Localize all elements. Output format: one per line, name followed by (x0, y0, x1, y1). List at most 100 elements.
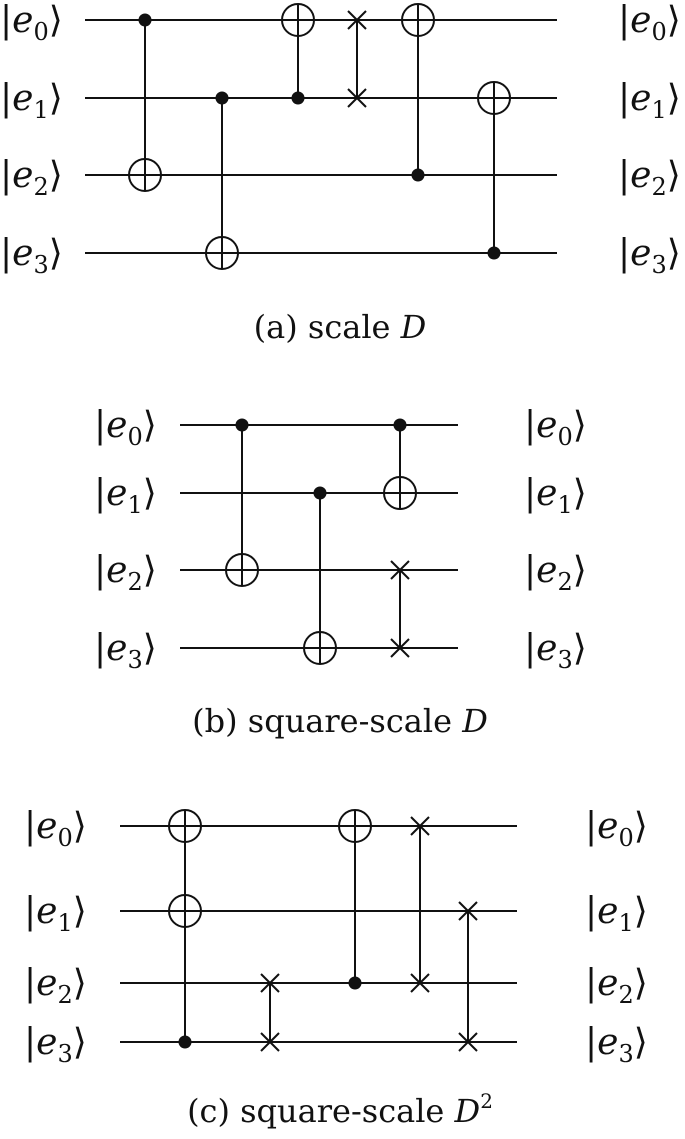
ket-subscript: 3 (57, 1040, 72, 1068)
ket-subscript: 0 (127, 423, 142, 451)
ket-subscript: 2 (127, 568, 142, 596)
swap-cross-symbol (410, 816, 430, 836)
ket-left-bar: | (24, 806, 36, 847)
cnot-target-symbol (168, 809, 202, 843)
ket-variable: e (12, 0, 33, 41)
caption-space (444, 1092, 454, 1130)
output-ket-2: |e2⟩ (618, 155, 681, 201)
swap-cross-symbol (347, 10, 367, 30)
ket-left-bar: | (94, 405, 106, 446)
control-dot (235, 418, 249, 432)
ket-right-angle: ⟩ (143, 405, 157, 446)
ket-variable: e (106, 405, 127, 446)
swap-gate (410, 816, 430, 993)
figure-caption: (a) scale D (254, 308, 427, 346)
ket-subscript: 2 (557, 568, 572, 596)
control-dot (348, 976, 362, 990)
ket-variable: e (106, 628, 127, 669)
cnot-target-symbol (205, 236, 239, 270)
output-ket-3: |e3⟩ (618, 233, 681, 279)
ket-left-bar: | (585, 891, 597, 932)
swap-cross-stroke-b (458, 901, 478, 921)
caption-superscript: 2 (480, 1089, 493, 1113)
ket-subscript: 0 (651, 18, 666, 46)
caption-variable: D (454, 1092, 481, 1130)
control-dot (215, 91, 229, 105)
circuit-c: |e0⟩|e1⟩|e2⟩|e3⟩|e0⟩|e1⟩|e2⟩|e3⟩(c) squa… (24, 806, 648, 1130)
ket-variable: e (106, 473, 127, 514)
ket-right-angle: ⟩ (667, 78, 681, 119)
cnot-gate (338, 809, 372, 990)
control-dot (178, 1035, 192, 1049)
swap-cross-stroke-b (410, 973, 430, 993)
ket-left-bar: | (524, 550, 536, 591)
ket-variable: e (12, 155, 33, 196)
ket-left-bar: | (0, 233, 12, 274)
ket-variable: e (36, 1022, 57, 1063)
ket-right-angle: ⟩ (634, 963, 648, 1004)
ket-subscript: 1 (557, 491, 572, 519)
caption-text: (b) square-scale (192, 702, 452, 740)
ket-right-angle: ⟩ (49, 155, 63, 196)
swap-cross-stroke-b (390, 638, 410, 658)
caption-variable: D (461, 702, 488, 740)
ket-variable: e (630, 233, 651, 274)
output-ket-2: |e2⟩ (585, 963, 648, 1009)
ket-right-angle: ⟩ (573, 628, 587, 669)
ket-subscript: 3 (651, 251, 666, 279)
input-ket-2: |e2⟩ (24, 963, 87, 1009)
swap-gate (260, 973, 280, 1052)
ket-right-angle: ⟩ (49, 233, 63, 274)
swap-cross-symbol (390, 560, 410, 580)
cnot-target-symbol (401, 3, 435, 37)
cnot-gate (401, 3, 435, 182)
cnot-gate (225, 418, 259, 587)
swap-cross-symbol (390, 638, 410, 658)
input-ket-3: |e3⟩ (94, 628, 157, 674)
ket-left-bar: | (0, 0, 12, 41)
output-ket-0: |e0⟩ (618, 0, 681, 46)
cnot-target-symbol (338, 809, 372, 843)
ket-subscript: 3 (33, 251, 48, 279)
cnot-target-symbol (225, 553, 259, 587)
cnot-target-symbol (128, 158, 162, 192)
caption-variable: D (400, 308, 427, 346)
ket-left-bar: | (524, 628, 536, 669)
cnot-gate (383, 418, 417, 510)
circuit-a: |e0⟩|e1⟩|e2⟩|e3⟩|e0⟩|e1⟩|e2⟩|e3⟩(a) scal… (0, 0, 681, 346)
input-ket-3: |e3⟩ (0, 233, 63, 279)
caption-space (452, 702, 462, 740)
ket-variable: e (597, 891, 618, 932)
swap-gate (390, 560, 410, 658)
ket-right-angle: ⟩ (143, 550, 157, 591)
ket-right-angle: ⟩ (49, 0, 63, 41)
input-ket-1: |e1⟩ (0, 78, 63, 124)
cnot-gate (128, 13, 162, 192)
ket-left-bar: | (524, 473, 536, 514)
input-ket-2: |e2⟩ (94, 550, 157, 596)
figure-caption: (c) square-scale D2 (187, 1089, 493, 1130)
ket-left-bar: | (0, 78, 12, 119)
swap-cross-symbol (260, 973, 280, 993)
ket-variable: e (536, 628, 557, 669)
ket-variable: e (536, 405, 557, 446)
ket-subscript: 1 (127, 491, 142, 519)
cnot-target-symbol (168, 894, 202, 928)
figure-caption: (b) square-scale D (192, 702, 488, 740)
ket-subscript: 2 (618, 981, 633, 1009)
ket-right-angle: ⟩ (667, 155, 681, 196)
circuit-b: |e0⟩|e1⟩|e2⟩|e3⟩|e0⟩|e1⟩|e2⟩|e3⟩(b) squa… (94, 405, 587, 740)
swap-cross-symbol (260, 1032, 280, 1052)
ket-left-bar: | (0, 155, 12, 196)
caption-text: (a) scale (254, 308, 391, 346)
ket-variable: e (36, 806, 57, 847)
ket-subscript: 0 (618, 824, 633, 852)
output-ket-1: |e1⟩ (585, 891, 648, 937)
ket-right-angle: ⟩ (573, 405, 587, 446)
ket-variable: e (630, 155, 651, 196)
ket-variable: e (630, 78, 651, 119)
swap-cross-stroke-b (347, 10, 367, 30)
ket-subscript: 2 (57, 981, 72, 1009)
swap-cross-stroke-b (390, 560, 410, 580)
swap-cross-symbol (458, 901, 478, 921)
